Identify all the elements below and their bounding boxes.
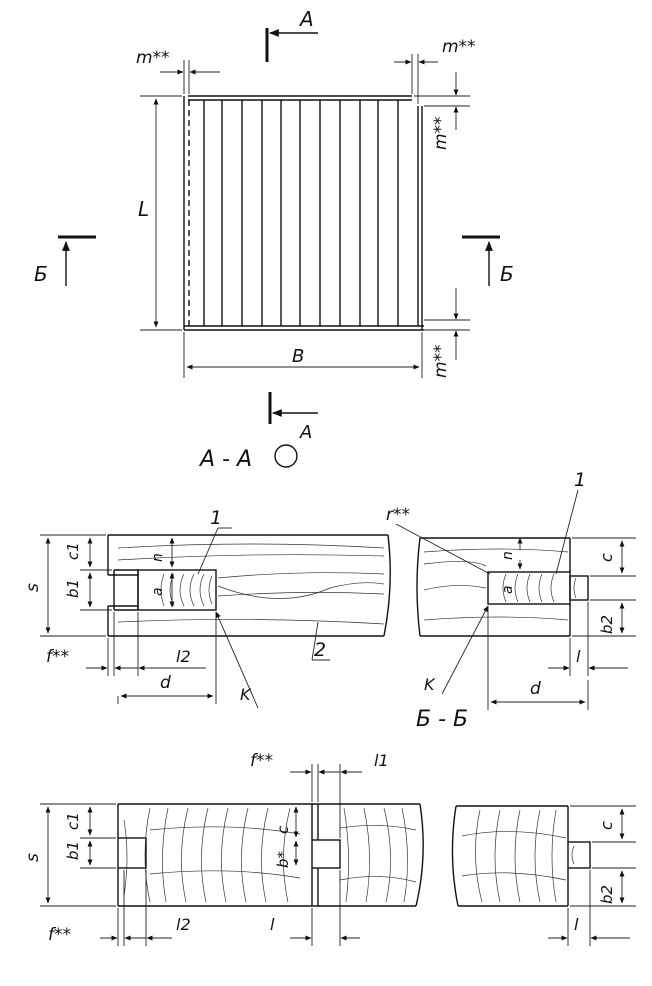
- dim-c-lower-right: c: [597, 821, 616, 830]
- dim-l1: l1: [374, 751, 389, 770]
- dim-n-left: n: [150, 553, 166, 562]
- callout-1-left: 1: [210, 507, 222, 529]
- dim-l2-lower: l2: [176, 915, 191, 934]
- board-grain-right: [423, 548, 569, 621]
- dim-a-left: a: [150, 587, 166, 596]
- callout-k-left: K: [240, 685, 252, 704]
- dim-c1-lower: c1: [64, 812, 82, 830]
- dim-b2-right: b2: [598, 615, 616, 634]
- callout-1-right: 1: [574, 469, 586, 491]
- dim-B: B: [292, 346, 304, 367]
- dim-l2-left: l2: [176, 647, 191, 666]
- detail-circle: [274, 444, 298, 468]
- dim-r: r**: [386, 505, 410, 525]
- dim-m-top-right: m**: [442, 37, 476, 57]
- section-b-right-label: Б: [500, 262, 514, 286]
- dim-c-right: c: [597, 553, 616, 562]
- dim-c-middle: c: [274, 825, 292, 834]
- view-bb-title: Б - Б: [416, 707, 468, 732]
- insert-end-grain: [160, 573, 213, 607]
- view-aa-title: А - А: [198, 447, 252, 472]
- dim-m-top-left: m**: [136, 48, 170, 68]
- dim-l-middle: l: [270, 915, 275, 934]
- section-lower: s c1 b1 f** l2 f** l1 c b*: [23, 751, 636, 946]
- dim-f-top: f**: [250, 751, 273, 771]
- dim-b-middle: b*: [274, 850, 292, 868]
- board-grain: [117, 543, 385, 625]
- dim-l-lower-right: l: [574, 915, 579, 934]
- plan-view: А Б Б m** m** m** m**: [34, 7, 514, 424]
- dim-m-right-upper: m**: [431, 116, 451, 150]
- callout-k-right: K: [424, 675, 436, 694]
- dim-b1-left: b1: [64, 579, 82, 598]
- dim-d-left: d: [160, 673, 171, 693]
- lower-grain-right: [461, 809, 575, 903]
- dim-s-lower: s: [23, 853, 43, 862]
- section-b-left-label: Б: [34, 262, 48, 286]
- dim-a-right: a: [500, 585, 516, 594]
- dim-s-left: s: [23, 583, 43, 592]
- dim-b2-lower-right: b2: [598, 885, 616, 904]
- view-aa-ref: А: [299, 422, 312, 443]
- dim-l-right: l: [576, 647, 581, 666]
- plan-boards: [203, 100, 399, 326]
- dim-L: L: [138, 197, 149, 221]
- dim-b1-lower: b1: [64, 841, 82, 860]
- dim-m-right-lower: m**: [431, 344, 451, 378]
- callout-2: 2: [314, 639, 326, 661]
- lower-grain: [123, 807, 417, 903]
- dim-f-lower-left: f**: [48, 925, 71, 945]
- insert-end-grain-right: [502, 573, 577, 603]
- section-bb-right: r** 1 c b2 n a l d K Б - Б: [386, 469, 636, 732]
- dim-n-right: n: [500, 551, 516, 560]
- section-a-top-label: А: [298, 7, 314, 31]
- dim-c1-left: c1: [64, 542, 82, 560]
- section-aa-left: s c1 b1 n a 1 2 f** l2 d: [23, 507, 391, 709]
- dim-d-right: d: [530, 679, 541, 699]
- dim-f-left: f**: [46, 647, 69, 667]
